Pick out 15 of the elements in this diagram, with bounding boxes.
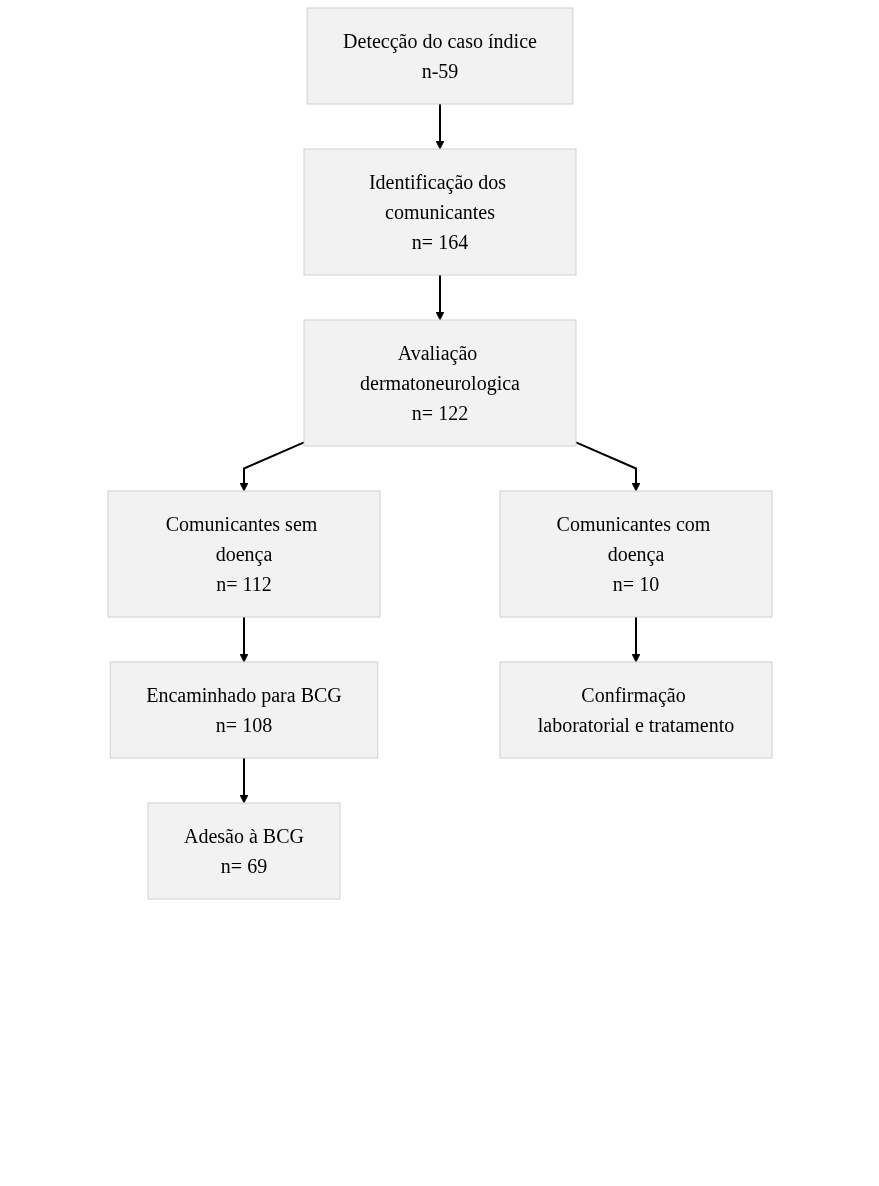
node-box: Encaminhado para BCG n= 108	[109, 661, 378, 759]
arrow	[239, 757, 248, 804]
node-box: Identificação dos comunicantes n= 164	[303, 148, 576, 276]
arrow	[239, 441, 305, 492]
node-box: Avaliação dermatoneurologica n= 122	[303, 319, 576, 447]
node-box: Comunicantes com doença n= 10	[499, 490, 772, 618]
arrow	[435, 274, 444, 321]
arrow	[631, 616, 640, 663]
node-box: Confirmação laboratorial e tratamento	[499, 661, 772, 759]
node-box: Detecção do caso índice n-59	[306, 7, 573, 105]
node-box: Adesão à BCG n= 69	[147, 802, 340, 900]
node-box: Comunicantes sem doença n= 112	[107, 490, 380, 618]
arrow	[574, 441, 640, 492]
arrow	[435, 103, 444, 150]
arrow	[239, 616, 248, 663]
